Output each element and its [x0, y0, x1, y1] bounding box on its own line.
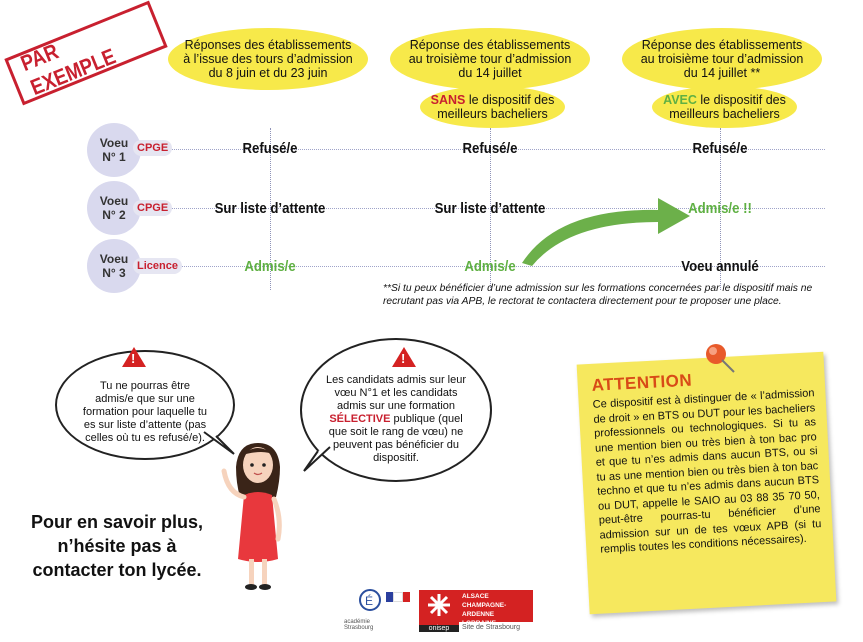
onisep-logo: onisep [419, 590, 459, 632]
attention-title: ATTENTION [591, 370, 693, 395]
voeu-1-tag: CPGE [133, 140, 173, 156]
column-sub-2: SANS le dispositif des meilleurs bacheli… [420, 86, 565, 128]
warning-icon [122, 347, 146, 367]
par-exemple-stamp: PAR EXEMPLE [4, 0, 168, 106]
attention-note: ATTENTION Ce dispositif est à distinguer… [576, 351, 837, 615]
column-header-2: Réponse des établissements au troisième … [390, 28, 590, 90]
row-line-2 [140, 208, 825, 209]
pushpin-icon [706, 344, 735, 373]
cell-r1-c3: Refusé/e [692, 140, 748, 157]
girl-illustration [221, 443, 282, 590]
warning-icon-2 [392, 347, 416, 367]
cell-r3-c2: Admis/e [464, 258, 516, 275]
row-line-3 [140, 266, 825, 267]
onisep-region-block: ALSACE CHAMPAGNE-ARDENNE LORRAINE [459, 590, 533, 627]
column-divider-1 [270, 128, 271, 290]
column-header-1: Réponses des établissements à l’issue de… [168, 28, 368, 90]
speech-tail-right [303, 446, 331, 472]
column-divider-2 [490, 128, 491, 290]
cell-r3-c3: Voeu annulé [681, 258, 759, 275]
svg-text:É: É [365, 593, 373, 608]
cell-r2-c3: Admis/e !! [688, 200, 752, 217]
republique-logo [386, 592, 416, 626]
green-arrow-icon [522, 198, 690, 266]
column-divider-3 [720, 128, 721, 290]
column-sub-3: AVEC le dispositif des meilleurs bacheli… [652, 86, 797, 128]
onisep-site: Site de Strasbourg [462, 624, 520, 631]
academie-logo: É académie Strasbourg [344, 588, 382, 631]
voeu-3-tag: Licence [133, 258, 182, 274]
cell-r2-c1: Sur liste d’attente [214, 200, 326, 217]
column-header-3: Réponse des établissements au troisième … [622, 28, 822, 90]
speech-bubble-left: Tu ne pourras être admis/e que sur une f… [55, 350, 235, 460]
cell-r3-c1: Admis/e [244, 258, 296, 275]
attention-body: Ce dispositif est à distinguer de « l’ad… [592, 387, 822, 556]
cell-r1-c2: Refusé/e [462, 140, 518, 157]
more-info-text: Pour en savoir plus, n’hésite pas à cont… [30, 512, 204, 580]
cell-r1-c1: Refusé/e [242, 140, 298, 157]
voeu-2-tag: CPGE [133, 200, 173, 216]
cell-r2-c2: Sur liste d’attente [434, 200, 546, 217]
row-line-1 [140, 149, 825, 150]
footnote: **Si tu peux bénéficier d’une admission … [383, 283, 813, 307]
speech-tail-left [203, 431, 235, 455]
